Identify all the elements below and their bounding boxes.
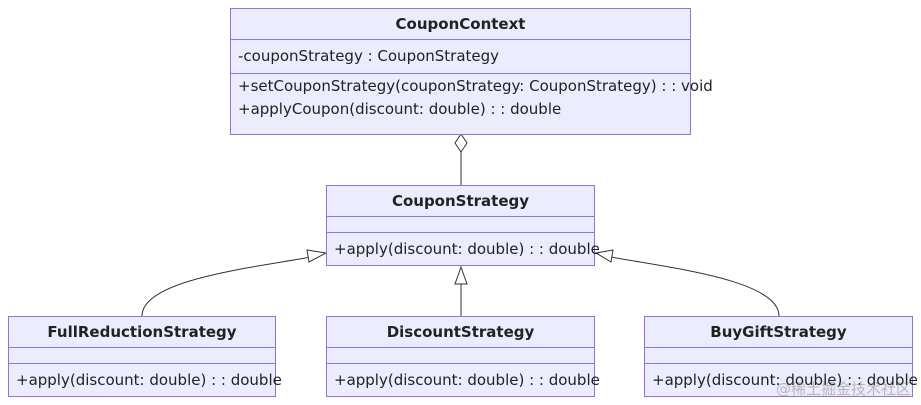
method: +applyCoupon(discount: double) : : doubl… <box>238 100 562 118</box>
aggregation-diamond <box>454 133 468 153</box>
method: +apply(discount: double) : : double <box>334 371 600 389</box>
method-section: +apply(discount: double) : : double <box>645 364 918 392</box>
method-section: +apply(discount: double) : : double <box>327 364 600 392</box>
method-section: +setCouponStrategy(couponStrategy: Coupo… <box>231 74 713 121</box>
attribute-section <box>327 217 594 233</box>
inheritance-line-buy-gift <box>610 256 780 317</box>
class-name: DiscountStrategy <box>327 317 594 348</box>
class-name: CouponContext <box>231 9 690 40</box>
inheritance-arrow-full-reduction <box>306 249 328 263</box>
class-full-reduction-strategy: FullReductionStrategy +apply(discount: d… <box>8 316 282 397</box>
class-name: BuyGiftStrategy <box>645 317 912 348</box>
class-buy-gift-strategy: BuyGiftStrategy +apply(discount: double)… <box>644 316 918 397</box>
attribute: -couponStrategy : CouponStrategy <box>238 47 500 65</box>
method: +apply(discount: double) : : double <box>334 240 600 258</box>
attribute-section <box>9 348 275 364</box>
attribute-section <box>645 348 912 364</box>
method: +apply(discount: double) : : double <box>652 371 918 389</box>
inheritance-arrow-buy-gift <box>594 249 614 263</box>
watermark: @稀土掘金技术社区 <box>775 380 911 398</box>
method-section: +apply(discount: double) : : double <box>327 233 600 261</box>
method: +apply(discount: double) : : double <box>16 371 282 389</box>
class-coupon-strategy: CouponStrategy +apply(discount: double) … <box>326 185 600 266</box>
attribute-section <box>327 348 594 364</box>
attribute-section: -couponStrategy : CouponStrategy <box>231 40 690 74</box>
method-section: +apply(discount: double) : : double <box>9 364 282 392</box>
class-name: CouponStrategy <box>327 186 594 217</box>
class-coupon-context: CouponContext -couponStrategy : CouponSt… <box>230 8 713 135</box>
class-discount-strategy: DiscountStrategy +apply(discount: double… <box>326 316 600 397</box>
class-name: FullReductionStrategy <box>9 317 275 348</box>
inheritance-arrow-discount <box>454 265 468 285</box>
inheritance-line-full-reduction <box>141 256 312 317</box>
method: +setCouponStrategy(couponStrategy: Coupo… <box>238 77 713 95</box>
